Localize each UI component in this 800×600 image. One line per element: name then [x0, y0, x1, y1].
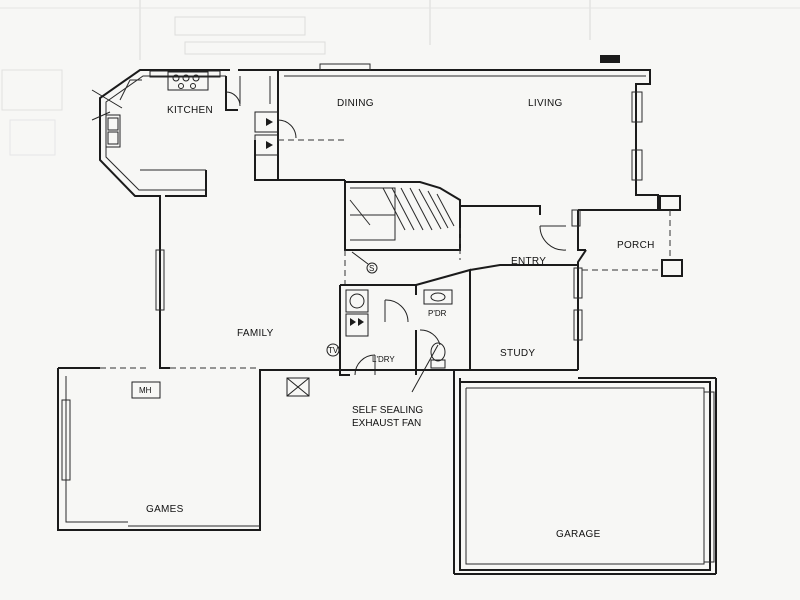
- kitchen-counter: [149, 70, 221, 78]
- window: [319, 63, 371, 71]
- pdr-door-swing: [419, 329, 441, 346]
- note-exhaust-line1: SELF SEALING: [352, 405, 423, 416]
- staircase: S: [344, 180, 461, 285]
- porch-post: [661, 259, 683, 277]
- entry-porch-area: PORCH ENTRY: [469, 195, 683, 370]
- window: [155, 249, 165, 311]
- room-label-pdr: P'DR: [428, 309, 447, 318]
- study-area: STUDY: [470, 348, 578, 371]
- door-swing: [277, 119, 297, 139]
- cooktop: [167, 71, 209, 91]
- basin: [423, 289, 453, 305]
- room-label-porch: PORCH: [617, 240, 655, 251]
- burner: [192, 74, 200, 82]
- smoke-detector: [366, 262, 378, 274]
- porch-post: [659, 195, 681, 211]
- manhole: [131, 381, 161, 399]
- games-area: MH GAMES: [57, 367, 470, 531]
- room-label-laundry: L'DRY: [372, 355, 395, 364]
- room-label-kitchen: KITCHEN: [167, 105, 213, 116]
- symbol-tv: TV: [328, 346, 339, 355]
- room-label-entry: ENTRY: [511, 256, 546, 267]
- washer-drum: [349, 293, 365, 309]
- window: [631, 149, 643, 181]
- garage-area: GARAGE: [453, 370, 717, 575]
- kitchen-sink: [105, 114, 121, 148]
- laundry-tub: [345, 313, 369, 337]
- exhaust-fan-box: [286, 377, 310, 397]
- dining-living-area: DINING LIVING: [277, 63, 659, 215]
- burner: [190, 83, 196, 89]
- symbol-mh: MH: [139, 386, 152, 395]
- room-label-dining: DINING: [337, 98, 374, 109]
- basin-bowl: [430, 292, 446, 302]
- cabinet: [254, 111, 279, 133]
- entry-door-swing: [539, 225, 567, 251]
- door-jamb: [571, 209, 581, 227]
- room-label-family: FAMILY: [237, 328, 274, 339]
- scan-artifacts: [0, 0, 800, 156]
- exhaust-fan-leader: [411, 344, 439, 393]
- symbol-s: S: [369, 264, 374, 273]
- room-label-games: GAMES: [146, 504, 184, 515]
- burner: [178, 83, 184, 89]
- laundry-exit-door-swing: [354, 354, 376, 376]
- room-label-garage: GARAGE: [556, 529, 601, 540]
- pantry-door-swing: [225, 91, 241, 107]
- room-label-living: LIVING: [528, 98, 563, 109]
- kitchen-area: KITCHEN: [91, 69, 279, 200]
- room-label-study: STUDY: [500, 348, 535, 359]
- burner: [182, 74, 190, 82]
- window: [631, 91, 643, 123]
- washing-machine: [345, 289, 369, 313]
- toilet-cistern: [430, 359, 446, 369]
- laundry-powder-area: P'DR L'DRY SELF SEALING EXHAUST FAN: [339, 268, 471, 429]
- laundry-door-swing: [384, 299, 409, 323]
- garage-side-wall: [703, 391, 715, 563]
- burner: [172, 74, 180, 82]
- window: [61, 399, 71, 481]
- sidelight-window: [573, 309, 583, 341]
- sink-bowl: [107, 131, 119, 145]
- sidelight-window: [573, 267, 583, 299]
- note-exhaust-line2: EXHAUST FAN: [352, 418, 421, 429]
- toilet: [430, 342, 446, 362]
- sink-bowl: [107, 117, 119, 131]
- family-area: FAMILY TV: [100, 140, 340, 369]
